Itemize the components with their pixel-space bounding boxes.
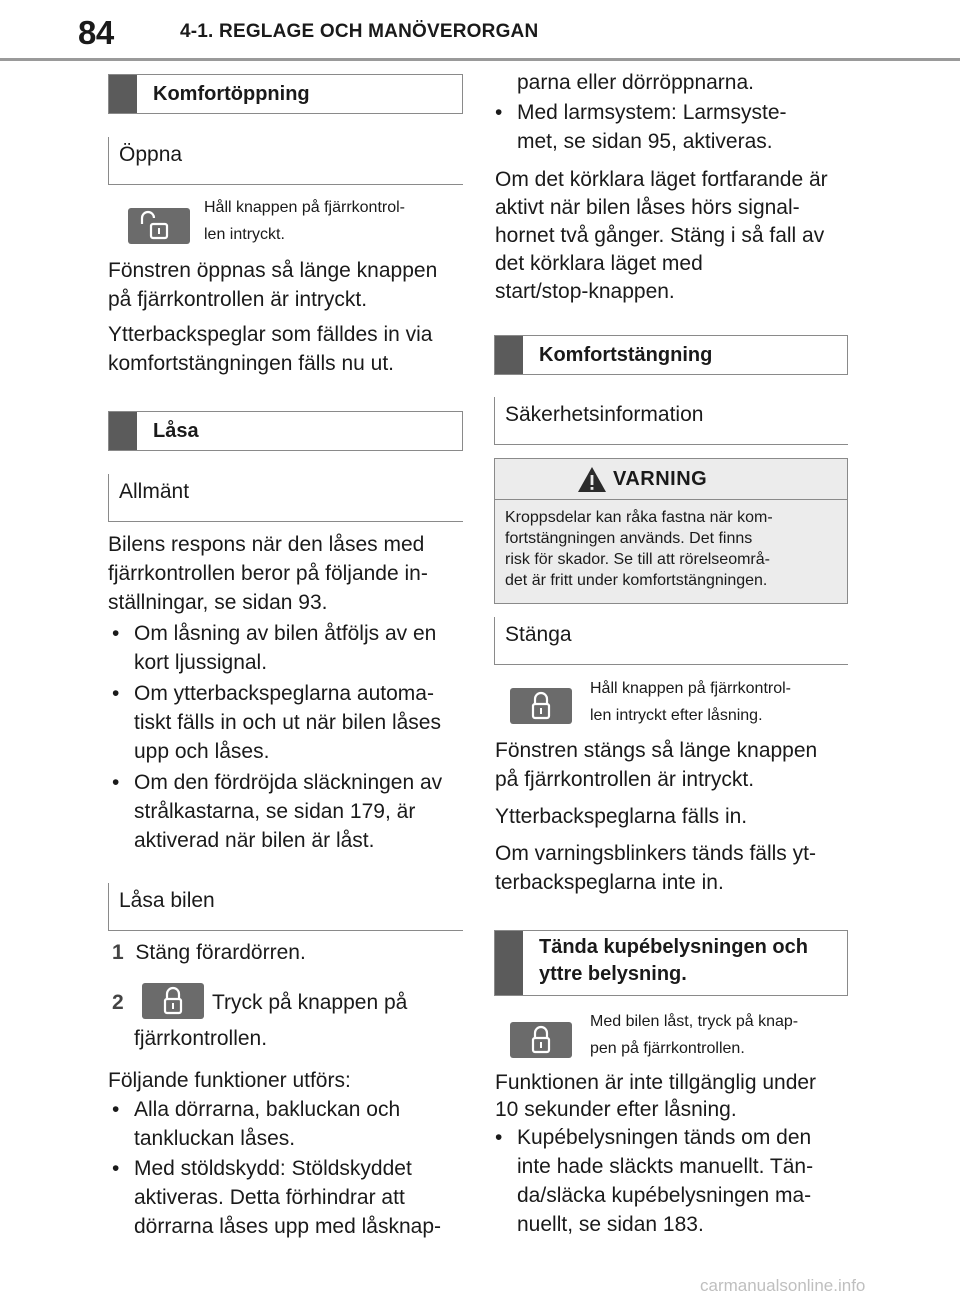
paragraph: Följande funktioner utförs: <box>108 1069 351 1092</box>
bullet-item-cont: parna eller dörröppnarna. <box>517 71 754 94</box>
paragraph: start/stop-knappen. <box>495 280 675 303</box>
paragraph: ställningar, se sidan 93. <box>108 591 328 614</box>
key-instruction: Håll knappen på fjärrkontrol- <box>204 199 405 216</box>
subsection-title: Låsa bilen <box>119 889 215 912</box>
bullet-item-cont: upp och låses. <box>134 740 270 763</box>
paragraph: terbackspeglarna inte in. <box>495 871 724 894</box>
subsection-lasa-bilen: Låsa bilen <box>108 883 463 931</box>
paragraph: på fjärrkontrollen är intryckt. <box>108 288 368 311</box>
paragraph: Om det körklara läget fortfarande är <box>495 168 828 191</box>
watermark: carmanualsonline.info <box>700 1276 866 1295</box>
bullet-item: •Kupébelysningen tänds om den <box>495 1126 812 1149</box>
key-instruction: pen på fjärrkontrollen. <box>590 1040 745 1057</box>
bullet-item-cont: inte hade släckts manuellt. Tän- <box>517 1155 814 1178</box>
section-title: Komfortöppning <box>153 83 310 105</box>
bullet-item: •Om ytterbackspeglarna automa- <box>112 682 434 705</box>
warning-box: VARNING Kroppsdelar kan råka fastna när … <box>494 458 848 604</box>
remote-lock-button-icon <box>510 688 572 724</box>
paragraph: Bilens respons när den låses med <box>108 533 425 556</box>
bullet-item: •Alla dörrarna, bakluckan och <box>112 1098 401 1121</box>
page-number: 84 <box>78 14 114 51</box>
subsection-title: Öppna <box>119 143 183 166</box>
subsection-oppna: Öppna <box>108 137 463 185</box>
bullet-item-cont: tankluckan låses. <box>134 1127 296 1150</box>
remote-lock-button-icon <box>142 983 204 1019</box>
step-2-number: 2 <box>112 991 124 1014</box>
paragraph: aktivt när bilen låses hörs signal- <box>495 196 800 219</box>
paragraph: Fönstren öppnas så länge knappen <box>108 259 438 282</box>
chapter-title: 4-1. REGLAGE OCH MANÖVERORGAN <box>180 21 539 42</box>
key-instruction: Håll knappen på fjärrkontrol- <box>590 680 791 697</box>
step-1: 1 Stäng förardörren. <box>112 941 306 964</box>
subsection-stanga: Stänga <box>494 617 848 665</box>
paragraph: det körklara läget med <box>495 252 703 275</box>
bullet-item-cont: tiskt fälls in och ut när bilen låses <box>134 711 441 734</box>
bullet-item: •Om låsning av bilen åtföljs av en <box>112 622 437 645</box>
paragraph: Funktionen är inte tillgänglig under <box>495 1071 817 1094</box>
subsection-title: Allmänt <box>119 480 190 503</box>
remote-unlock-button-icon <box>128 208 190 244</box>
warning-text: risk för skador. Se till att rörelseområ… <box>505 551 770 568</box>
paragraph: Fönstren stängs så länge knappen <box>495 739 818 762</box>
bullet-item-cont: dörrarna låses upp med låsknap- <box>134 1215 442 1238</box>
bullet-item-cont: strålkastarna, se sidan 179, är <box>134 800 416 823</box>
warning-text: det är fritt under komfortstängningen. <box>505 572 768 589</box>
bullet-item-cont: aktiverad när bilen är låst. <box>134 829 375 852</box>
section-title: yttre belysning. <box>539 963 687 985</box>
bullet-item-cont: da/släcka kupébelysningen ma- <box>517 1184 812 1207</box>
subsection-title: Stänga <box>505 623 572 646</box>
subsection-allmant: Allmänt <box>108 474 463 522</box>
section-title: Låsa <box>153 420 199 442</box>
bullet-item-cont: nuellt, se sidan 183. <box>517 1213 704 1236</box>
paragraph: Ytterbackspeglarna fälls in. <box>495 805 748 828</box>
warning-text: fortstängningen används. Det finns <box>505 530 753 547</box>
bullet-item-cont: aktiveras. Detta förhindrar att <box>134 1186 405 1209</box>
paragraph: Om varningsblinkers tänds fälls yt- <box>495 842 816 865</box>
section-title: Tända kupébelysningen och <box>539 936 808 958</box>
warning-triangle-icon <box>578 467 606 492</box>
bullet-item: •Om den fördröjda släckningen av <box>112 771 443 794</box>
section-komfortstangning: Komfortstängning <box>494 335 848 375</box>
subsection-sakerhetsinformation: Säkerhetsinformation <box>494 397 848 445</box>
key-instruction: len intryckt efter låsning. <box>590 707 763 724</box>
remote-lock-button-icon <box>510 1022 572 1058</box>
header-rule <box>0 58 960 61</box>
subsection-title: Säkerhetsinformation <box>505 403 704 426</box>
key-instruction: Med bilen låst, tryck på knap- <box>590 1013 799 1030</box>
paragraph: komfortstängningen fälls nu ut. <box>108 352 395 375</box>
section-tanda-kupebelysningen: Tända kupébelysningen och yttre belysnin… <box>494 930 848 996</box>
bullet-item: •Med larmsystem: Larmsyste- <box>495 101 787 124</box>
section-komfortoppning: Komfortöppning <box>108 74 463 114</box>
paragraph: Ytterbackspeglar som fälldes in via <box>108 323 433 346</box>
bullet-item-cont: kort ljussignal. <box>134 651 268 674</box>
paragraph: fjärrkontrollen beror på följande in- <box>108 562 428 585</box>
key-instruction: len intryckt. <box>204 226 285 243</box>
bullet-item: •Med stöldskydd: Stöldskyddet <box>112 1157 412 1180</box>
bullet-item-cont: met, se sidan 95, aktiveras. <box>517 130 773 153</box>
paragraph: 10 sekunder efter låsning. <box>495 1098 737 1121</box>
section-lasa: Låsa <box>108 411 463 451</box>
section-title: Komfortstängning <box>539 344 713 366</box>
step-2-text: fjärrkontrollen. <box>134 1027 268 1050</box>
warning-text: Kroppsdelar kan råka fastna när kom- <box>505 509 773 526</box>
warning-title: VARNING <box>613 468 708 490</box>
paragraph: hornet två gånger. Stäng i så fall av <box>495 224 825 247</box>
step-2-text: Tryck på knappen på <box>212 991 408 1014</box>
page-header: 84 4-1. REGLAGE OCH MANÖVERORGAN <box>0 0 960 61</box>
paragraph: på fjärrkontrollen är intryckt. <box>495 768 755 791</box>
